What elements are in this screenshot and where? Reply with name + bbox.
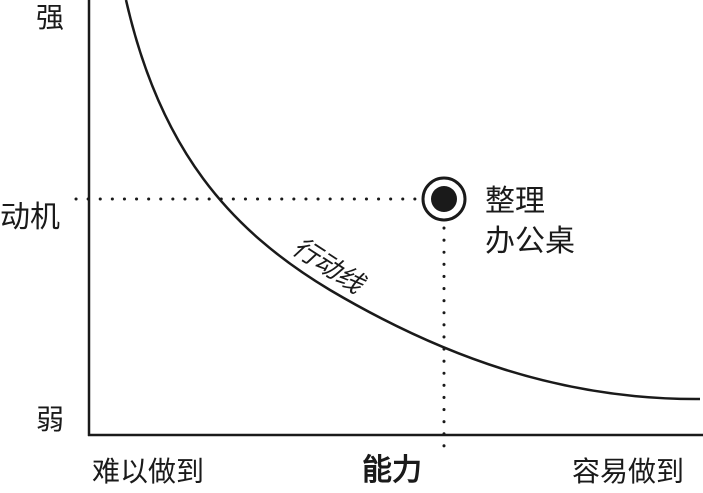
x-axis-right-label: 容易做到 bbox=[572, 455, 685, 488]
x-axis-title: 能力 bbox=[362, 453, 422, 488]
y-axis-top-label: 强 bbox=[36, 1, 65, 34]
x-axis-left-label: 难以做到 bbox=[92, 455, 205, 488]
y-axis-bottom-label: 弱 bbox=[36, 403, 65, 436]
action-curve bbox=[124, 0, 701, 401]
point-label-line2: 办公桌 bbox=[485, 224, 575, 259]
point-label: 整理 办公桌 bbox=[485, 182, 575, 262]
point-label-line1: 整理 bbox=[485, 184, 545, 219]
y-axis-title: 动机 bbox=[0, 200, 60, 235]
target-point-dot bbox=[431, 186, 457, 212]
